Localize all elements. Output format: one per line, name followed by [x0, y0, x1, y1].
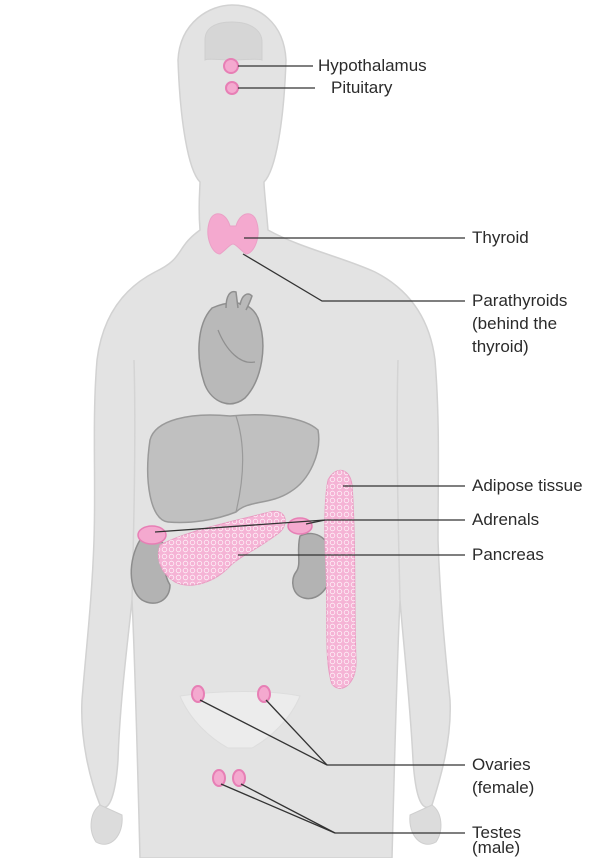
label-pancreas: Pancreas: [472, 544, 544, 566]
label-parathyroids: Parathyroids: [472, 290, 567, 312]
label-adipose: Adipose tissue: [472, 475, 583, 497]
testis-right: [233, 770, 245, 786]
label-ovaries-note: (female): [472, 777, 534, 799]
ovary-right: [258, 686, 270, 702]
adrenal-right: [288, 518, 312, 534]
label-thyroid: Thyroid: [472, 227, 529, 249]
label-hypothalamus: Hypothalamus: [318, 55, 427, 77]
testis-left: [213, 770, 225, 786]
hypothalamus-gland: [224, 59, 238, 73]
ovary-left: [192, 686, 204, 702]
label-parathyroids-note-2: thyroid): [472, 336, 529, 358]
pituitary-gland: [226, 82, 238, 94]
label-testes-note: (male): [472, 838, 520, 858]
label-parathyroids-note: (behind the: [472, 313, 557, 335]
adrenal-left: [138, 526, 166, 544]
label-adrenals: Adrenals: [472, 509, 539, 531]
label-pituitary: Pituitary: [331, 77, 392, 99]
adipose-tissue: [325, 470, 356, 688]
label-ovaries: Ovaries: [472, 754, 531, 776]
